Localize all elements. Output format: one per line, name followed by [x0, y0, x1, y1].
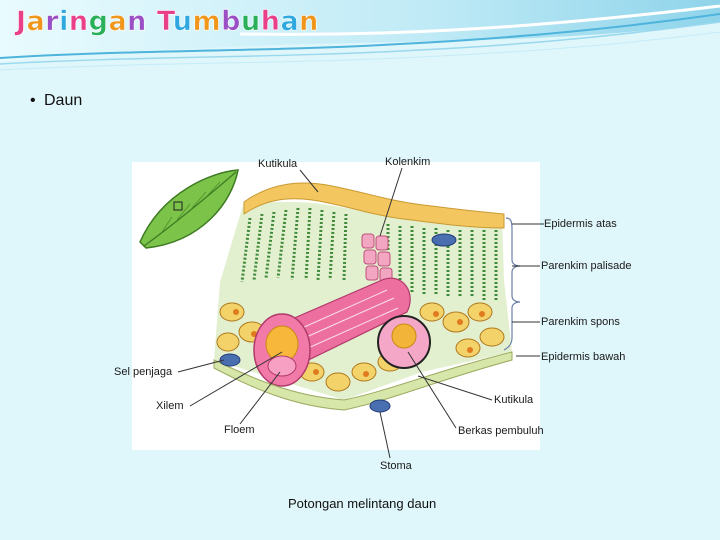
label-epidermis-bawah: Epidermis bawah — [541, 351, 625, 363]
label-xilem: Xilem — [156, 400, 184, 412]
label-epidermis-atas: Epidermis atas — [544, 218, 617, 230]
label-parenkim-spons: Parenkim spons — [541, 316, 620, 328]
label-kutikula-bottom: Kutikula — [494, 394, 533, 406]
figure-caption: Potongan melintang daun — [288, 496, 436, 511]
label-kutikula-top: Kutikula — [258, 158, 297, 170]
label-berkas-pembuluh: Berkas pembuluh — [458, 425, 544, 437]
label-sel-penjaga: Sel penjaga — [114, 366, 172, 378]
label-floem: Floem — [224, 424, 255, 436]
label-kolenkim: Kolenkim — [385, 156, 430, 168]
label-parenkim-palisade: Parenkim palisade — [541, 260, 632, 272]
label-stoma: Stoma — [380, 460, 412, 472]
